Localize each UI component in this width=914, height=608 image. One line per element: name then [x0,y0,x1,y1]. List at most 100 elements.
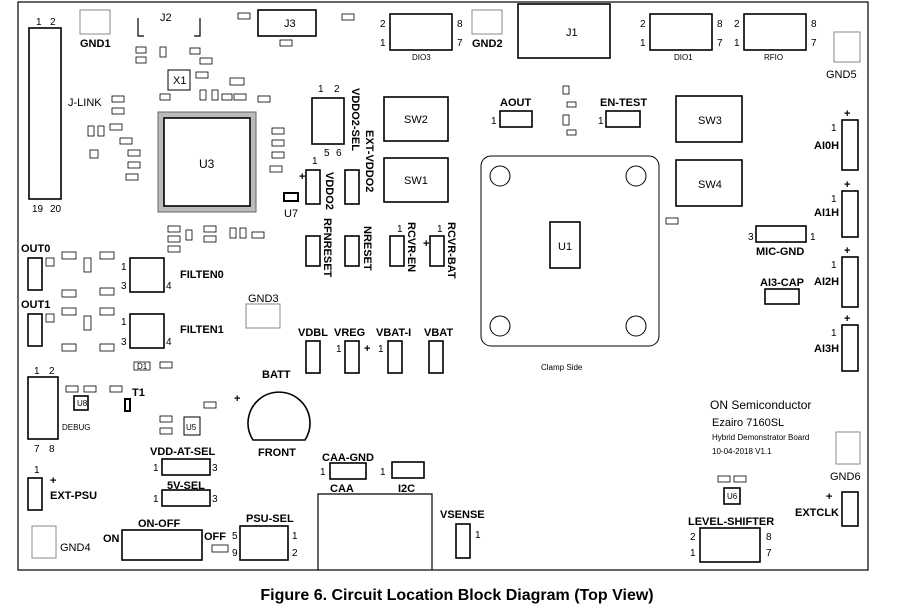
psusel-header [239,525,289,561]
rcvrbat-header [429,235,445,267]
vsense-label: VSENSE [440,509,485,521]
vbati-header [387,340,403,374]
t1-label: T1 [132,387,145,399]
extclk-label: EXTCLK [795,507,839,519]
svg-text:2: 2 [334,84,340,95]
caa-label: CAA [330,483,354,495]
svg-text:2: 2 [734,19,740,30]
vbat-label: VBAT [424,327,453,339]
vreg-label: VREG [334,327,365,339]
svg-text:AI2H: AI2H [814,276,839,288]
svg-text:1: 1 [320,467,326,478]
rfnreset-header [305,235,321,267]
gnd4-pad [31,525,57,559]
gnd2-label: GND2 [472,38,503,50]
out0-header [27,257,43,291]
psusel-label: PSU-SEL [246,513,294,525]
filten1-switch [129,313,165,349]
rcvren-header [389,235,405,267]
svg-text:1: 1 [380,38,386,49]
clamp-label: Clamp Side [541,363,583,372]
caagnd-header [329,462,367,480]
rcvren-label: RCVR-EN [405,222,417,272]
svg-text:8: 8 [457,19,463,30]
batt-label: BATT [262,369,291,381]
svg-text:7: 7 [34,444,40,455]
entest-header [605,110,641,128]
u1-label: U1 [558,241,572,253]
svg-text:2: 2 [380,19,386,30]
svg-text:1: 1 [121,317,127,328]
dio3-header [389,13,453,51]
svg-text:1: 1 [34,366,40,377]
j3-label: J3 [284,18,296,30]
vsense-header [455,523,471,559]
battery-holder [247,391,311,441]
svg-text:7: 7 [766,548,772,559]
out1-header [27,313,43,347]
micgnd-label: MIC-GND [756,246,804,258]
vddo2sel-label: VDDO2-SEL [349,88,361,151]
vddatsel-label: VDD-AT-SEL [150,446,215,458]
svg-text:3: 3 [121,281,127,292]
svg-text:AI3H: AI3H [814,343,839,355]
ai1h-group: + 1 AI1H [814,179,859,238]
svg-text:1: 1 [378,344,384,355]
on-label: ON [103,533,120,545]
vddo2-header [305,169,321,205]
svg-text:1: 1 [437,224,443,235]
sw2-switch [383,96,449,142]
svg-text:+: + [299,171,305,183]
svg-text:1: 1 [640,38,646,49]
filter-passives [45,251,115,352]
d1-label: D1 [137,362,148,371]
gnd1-label: GND1 [80,38,111,50]
svg-text:20: 20 [50,204,62,215]
svg-text:19: 19 [32,204,44,215]
jlink-label: J-LINK [68,97,102,109]
levelshifter-header [699,527,761,563]
u8-label: U8 [77,399,88,408]
extclk-header [841,491,859,527]
nreset-label: NRESET [361,226,373,271]
vreg-header [344,340,360,374]
vdbl-label: VDBL [298,327,328,339]
svg-text:+: + [826,491,832,503]
svg-text:3: 3 [121,337,127,348]
svg-text:1: 1 [690,548,696,559]
ai2h-group: + 1 AI2H [814,245,859,308]
gnd3-label: GND3 [248,293,279,305]
vddatsel-header [161,458,211,476]
gnd4-label: GND4 [60,542,91,554]
u3-label: U3 [199,157,215,171]
svg-text:2: 2 [640,19,646,30]
j2-outline [137,18,201,37]
gnd6-pad [835,431,861,465]
gnd3-pad [245,303,281,329]
debug-header [27,376,59,440]
x1-crystal [167,69,191,91]
entest-label: EN-TEST [600,97,647,109]
svg-text:1: 1 [475,530,481,541]
svg-text:1: 1 [380,467,386,478]
u7-label: U7 [284,208,298,220]
out1-label: OUT1 [21,299,50,311]
svg-text:4: 4 [166,281,172,292]
svg-text:1: 1 [34,465,40,476]
svg-text:8: 8 [717,19,723,30]
extpsu-label: EXT-PSU [50,490,97,502]
sw1-switch [383,157,449,203]
sw3-label: SW3 [698,115,722,127]
svg-text:6: 6 [336,148,342,159]
svg-text:+: + [844,245,850,257]
j1-label: J1 [566,27,578,39]
svg-text:2: 2 [50,17,56,28]
svg-text:+: + [364,343,370,355]
svg-text:3: 3 [212,463,218,474]
aout-label: AOUT [500,97,531,109]
svg-text:1: 1 [292,531,298,542]
svg-text:1: 1 [831,194,837,205]
svg-text:9: 9 [232,548,238,559]
svg-text:1: 1 [810,232,816,243]
